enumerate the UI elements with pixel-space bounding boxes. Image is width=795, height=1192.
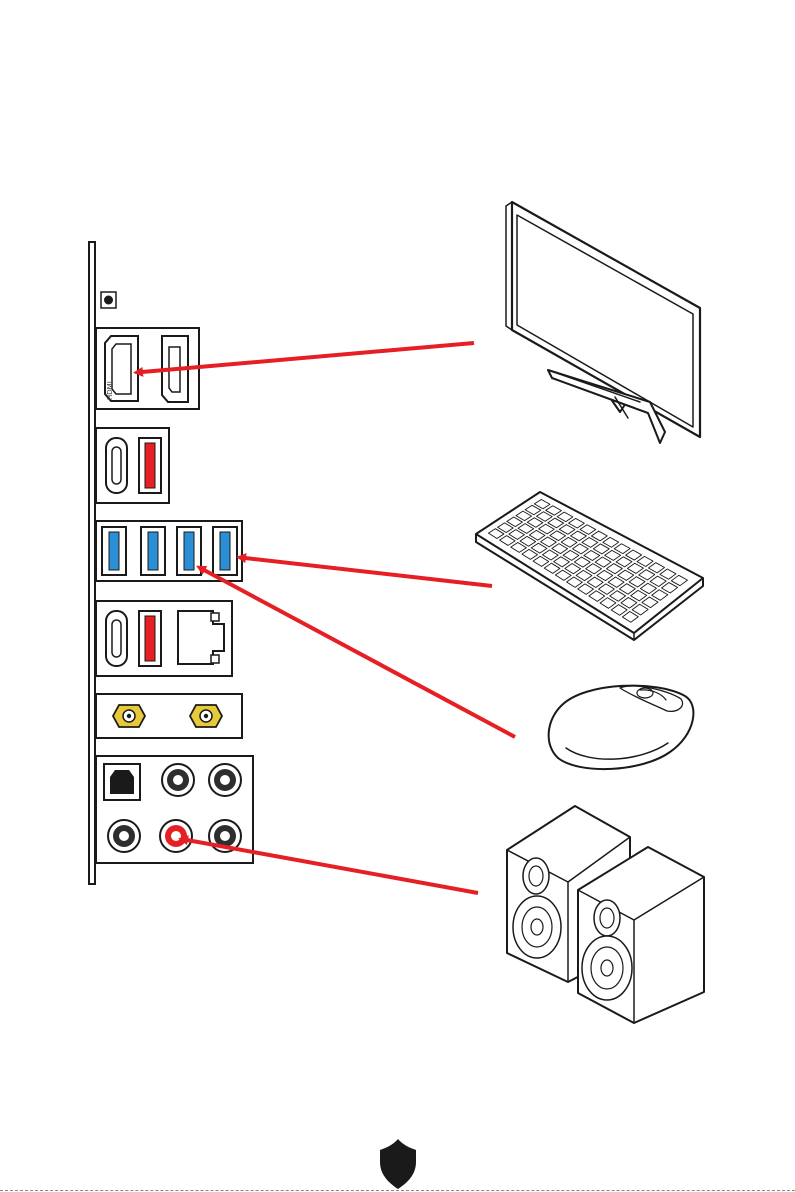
- wifi-antenna-connector-icon[interactable]: [113, 705, 145, 727]
- wifi-antenna-connector-icon[interactable]: [190, 705, 222, 727]
- usb-a-blue-port-icon[interactable]: [102, 527, 126, 575]
- usb-c-port-icon[interactable]: [106, 611, 127, 666]
- wifi-antenna-block: [96, 694, 242, 738]
- usb-block-upper: [96, 428, 169, 503]
- hdmi-port-label: HDMI: [106, 381, 114, 400]
- usb-lan-block: [96, 601, 232, 676]
- hdmi-port-icon[interactable]: HDMI: [105, 336, 138, 401]
- keyboard-icon: [476, 492, 703, 640]
- page-bottom-rule: [0, 1190, 795, 1191]
- bios-flashback-button-icon[interactable]: [101, 292, 116, 308]
- arrow-speakers-to-audio: [187, 840, 478, 893]
- usb-a-blue-port-icon[interactable]: [213, 527, 237, 575]
- audio-line-out-jack-icon[interactable]: [160, 820, 192, 852]
- audio-jack-icon[interactable]: [162, 764, 194, 796]
- usb-a-red-port-icon[interactable]: [139, 611, 161, 666]
- arrow-mouse-to-usb: [204, 570, 515, 737]
- arrow-keyboard-to-usb: [245, 558, 492, 586]
- audio-jack-icon[interactable]: [209, 764, 241, 796]
- monitor-icon: [506, 202, 700, 443]
- usb-a-red-port-icon[interactable]: [139, 438, 161, 493]
- usb-c-port-icon[interactable]: [106, 438, 127, 493]
- speakers-icon: [507, 806, 704, 1023]
- io-shield-edge: [89, 242, 95, 884]
- usb-a-blue-port-icon[interactable]: [177, 527, 201, 575]
- lan-port-icon[interactable]: [178, 611, 224, 664]
- optical-spdif-port-icon[interactable]: [104, 764, 140, 800]
- rear-io-panel: HDMI: [89, 242, 253, 884]
- mouse-icon: [549, 686, 694, 769]
- usb-a-blue-port-icon[interactable]: [141, 527, 165, 575]
- usb-block-blue: [96, 521, 242, 581]
- msi-shield-logo-icon: [380, 1139, 416, 1189]
- audio-jack-icon[interactable]: [108, 820, 140, 852]
